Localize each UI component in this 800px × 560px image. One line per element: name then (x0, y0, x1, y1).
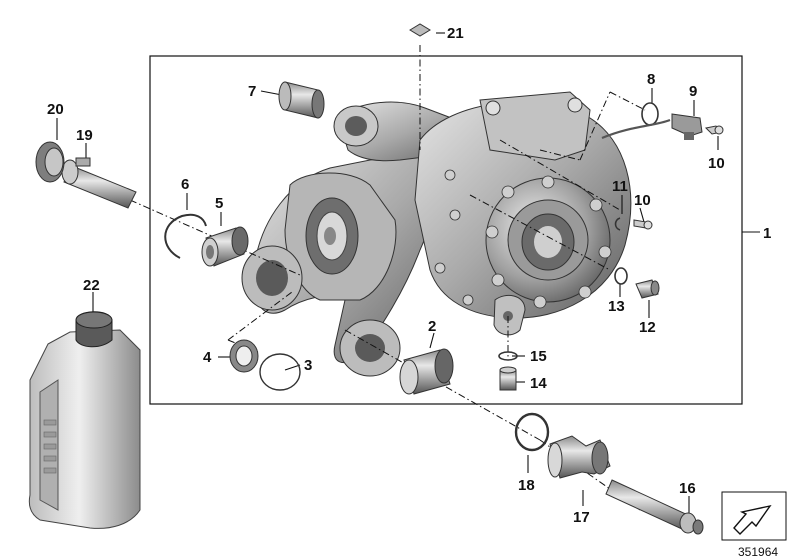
callout-15: 15 (530, 348, 547, 365)
callout-3: 3 (304, 357, 312, 374)
part-18-o-ring (514, 412, 550, 452)
part-19-pivot-pin (61, 157, 137, 209)
callout-6: 6 (181, 176, 189, 193)
part-21-clip (409, 23, 431, 37)
part-3-o-ring (259, 353, 301, 391)
callout-labels: 1 2 3 4 5 6 7 8 9 10 10 11 12 13 14 15 1… (47, 25, 778, 559)
part-2-needle-bearing (399, 348, 454, 395)
part-14-breather (499, 366, 517, 391)
part-22-oil-bottle (28, 311, 141, 529)
part-4-shaft-seal (229, 339, 259, 373)
part-13-seal-ring (614, 267, 628, 285)
callout-14: 14 (530, 375, 547, 392)
part-20-cap (35, 141, 65, 183)
part-11-washer (614, 217, 621, 231)
callout-10-upper: 10 (708, 155, 725, 172)
part-17-sleeve (547, 435, 611, 479)
callout-11: 11 (612, 178, 628, 195)
final-drive-housing (241, 91, 632, 377)
orientation-arrow-icon (721, 491, 787, 541)
callout-13: 13 (608, 298, 625, 315)
callout-21: 21 (447, 25, 464, 42)
part-9-sensor (601, 113, 703, 140)
part-10-bolt-upper (704, 125, 724, 135)
part-5-bearing (201, 226, 249, 267)
part-15-o-ring (498, 351, 518, 361)
part-6-circlip (164, 213, 207, 259)
part-12-plug (635, 279, 660, 299)
callout-4: 4 (203, 349, 212, 366)
assembly-frame (149, 55, 743, 405)
callout-9: 9 (689, 83, 697, 100)
callout-18: 18 (518, 477, 535, 494)
callout-5: 5 (215, 195, 223, 212)
diagram-reference-number: 351964 (738, 545, 778, 559)
callout-2: 2 (428, 318, 436, 335)
callout-20: 20 (47, 101, 64, 118)
callout-1: 1 (763, 225, 771, 242)
callout-17: 17 (573, 509, 590, 526)
callout-22: 22 (83, 277, 100, 294)
callout-12: 12 (639, 319, 656, 336)
callout-8: 8 (647, 71, 655, 88)
callout-16: 16 (679, 480, 696, 497)
callout-7: 7 (248, 83, 256, 100)
callout-10-lower: 10 (634, 192, 651, 209)
part-8-o-ring (641, 102, 659, 126)
part-16-axle-pin (605, 479, 704, 535)
part-10-bolt-lower (633, 219, 653, 230)
callout-19: 19 (76, 127, 93, 144)
part-7-bushing (278, 81, 325, 119)
